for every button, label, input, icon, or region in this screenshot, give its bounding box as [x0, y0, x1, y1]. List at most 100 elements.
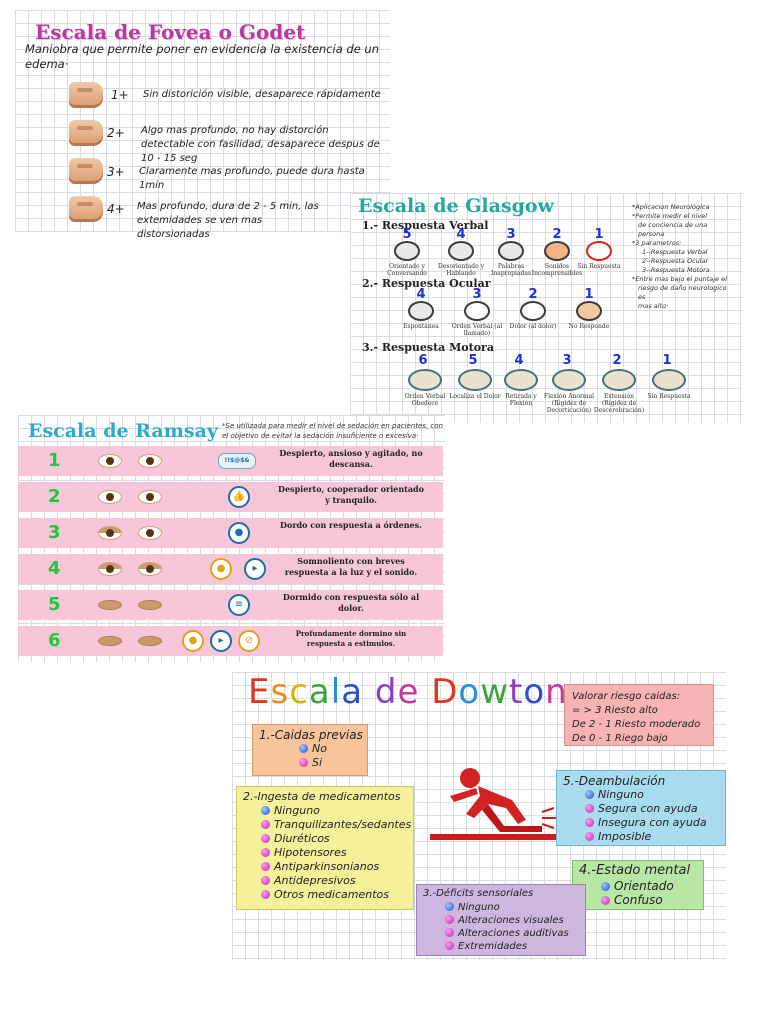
agitated-speech-icon: !!$@$& [218, 453, 256, 469]
no-pain-icon: ⊘ [238, 630, 260, 652]
bullet-icon [299, 758, 308, 767]
title-letter: o [523, 672, 546, 712]
mental-item-2: Confuso [579, 893, 697, 907]
glasgow-motora-score-5: 5 [468, 353, 478, 368]
glasgow-verbal-label-2: Sonidos Incomprensibles [531, 263, 583, 277]
glasgow-motora-label-5: Localiza el Dolor [449, 393, 501, 400]
fovea-text-4: Mas profundo, dura de 2 - 5 min, las ext… [137, 201, 319, 240]
falling-person-icon [430, 768, 558, 840]
head-speaking-icon: ● [228, 522, 250, 544]
fovea-title: Escala de Fovea o Godet [35, 20, 306, 44]
bullet-icon [585, 818, 594, 827]
caidas-box: 1.-Caidas previas No Si [252, 724, 368, 776]
edema-thumb-4-icon [69, 196, 103, 222]
fovea-text-3: Claramente mas profundo, puede dura hast… [139, 166, 365, 191]
ramsay-text-6: Profundamente dormino sin respuesta a es… [295, 629, 407, 648]
glasgow-panel: Escala de Glasgow *Aplicacion Neurológic… [350, 193, 742, 423]
title-letter: a [341, 672, 364, 712]
mental-item-1: Orientado [579, 879, 697, 893]
words-icon [498, 241, 524, 261]
thumbs-up-icon: 👍 [228, 486, 250, 508]
glasgow-ocular-score-3: 3 [472, 287, 482, 302]
deficits-item-4: Extremidades [423, 940, 579, 953]
open-eyes-icon [408, 301, 434, 321]
bullet-icon [445, 902, 454, 911]
bullet-icon [299, 744, 308, 753]
bullet-icon [261, 890, 270, 899]
bullet-icon [601, 882, 610, 891]
title-letter: w [480, 672, 509, 712]
bullet-icon [261, 876, 270, 885]
bullet-icon [445, 928, 454, 937]
ramsay-level-4: 4 [48, 558, 61, 579]
glasgow-motora-score-4: 4 [514, 353, 524, 368]
bullet-icon [261, 806, 270, 815]
glasgow-motora-score-2: 2 [612, 353, 622, 368]
bullet-icon [261, 834, 270, 843]
title-letter: o [458, 672, 481, 712]
deficits-item-1: Ninguno [423, 901, 579, 914]
fovea-grade-1: 1+ [111, 88, 129, 102]
closed-eye-icon [138, 636, 162, 646]
half-closed-eye-icon [98, 562, 122, 576]
fovea-grade-3: 3+ [107, 165, 125, 179]
glasgow-ocular-label-1: No Responde [568, 323, 610, 330]
bullet-icon [585, 804, 594, 813]
deambulacion-item-3: Insegura con ayuda [563, 816, 719, 830]
medicamentos-item-7: Otros medicamentos [243, 888, 407, 902]
title-letter: D [431, 672, 459, 712]
title-letter: l [330, 672, 342, 712]
glasgow-ocular-label-3: Orden Verbal (al llamado) [451, 323, 503, 337]
closed-eye-icon [98, 600, 122, 610]
risk-title: Valorar riesgo caidas: [572, 691, 681, 702]
medicamentos-item-1: Ninguno [243, 804, 407, 818]
fovea-subtitle: Maniobra que permite poner en evidencia … [25, 42, 380, 71]
edema-thumb-2-icon [69, 120, 103, 146]
dowton-title: Escala de Dowton [248, 672, 568, 712]
glasgow-ocular-heading: 2.- Respuesta Ocular [362, 277, 491, 290]
glasgow-verbal-score-3: 3 [506, 227, 516, 242]
title-letter: n [545, 672, 568, 712]
fovea-grade-2: 2+ [107, 126, 125, 140]
glasgow-verbal-label-3: Palabras Inapropiadas [491, 263, 531, 277]
closed-eye-icon [138, 600, 162, 610]
ramsay-text-5: Dormido con respuesta sólo al dolor. [282, 592, 420, 613]
no-light-icon: ● [182, 630, 204, 652]
motor-posture-1-icon [652, 369, 686, 391]
glasgow-ocular-score-1: 1 [584, 287, 594, 302]
bullet-icon [261, 862, 270, 871]
half-closed-eye-icon [138, 562, 162, 576]
deambulacion-item-1: Ninguno [563, 788, 719, 802]
glasgow-verbal-label-4: Desorientado y Hablando [438, 263, 484, 277]
edema-thumb-1-icon [69, 82, 103, 108]
glasgow-notes: *Aplicacion Neurológica *Permite medir e… [632, 203, 727, 310]
glasgow-motora-label-6: Orden Verbal Obedece [404, 393, 446, 407]
fovea-text-2: Algo mas profundo, no hay distorción det… [141, 125, 380, 164]
medicamentos-item-3: Diuréticos [243, 832, 407, 846]
title-letter: c [289, 672, 309, 712]
glasgow-verbal-label-1: Sin Respuesta [577, 263, 621, 270]
title-letter: t [509, 672, 524, 712]
deambulacion-box: 5.-Deambulación Ninguno Segura con ayuda… [556, 770, 726, 846]
deambulacion-item-2: Segura con ayuda [563, 802, 719, 816]
bullet-icon [445, 915, 454, 924]
caidas-item-si: Si [259, 756, 361, 770]
glasgow-motora-label-3: Flexión Anormal (Rigidez de Decorticació… [543, 393, 595, 414]
motor-posture-2-icon [602, 369, 636, 391]
risk-line-2: De 2 - 1 Riesto moderado [572, 719, 701, 730]
glasgow-ocular-score-2: 2 [528, 287, 538, 302]
closed-eyes-icon [576, 301, 602, 321]
glasgow-motora-heading: 3.- Respuesta Motora [362, 341, 494, 354]
ramsay-note: *Se utilizada para medir el nivel de sed… [222, 422, 443, 440]
ramsay-text-4: Somnoliento con breves respuesta a la lu… [284, 556, 418, 577]
ramsay-level-1: 1 [48, 450, 61, 471]
ear-sound-icon [544, 241, 570, 261]
risk-box: Valorar riesgo caidas: = > 3 Riesto alto… [564, 684, 714, 746]
ramsay-text-1: Despierto, ansioso y agitado, no descans… [279, 448, 423, 469]
bullet-icon [261, 848, 270, 857]
ramsay-text-3: Dordo con respuesta a órdenes. [280, 520, 422, 530]
bullet-icon [261, 820, 270, 829]
title-letter: E [248, 672, 271, 712]
speech-bubble-icon [394, 241, 420, 261]
deambulacion-item-4: Imposible [563, 830, 719, 844]
